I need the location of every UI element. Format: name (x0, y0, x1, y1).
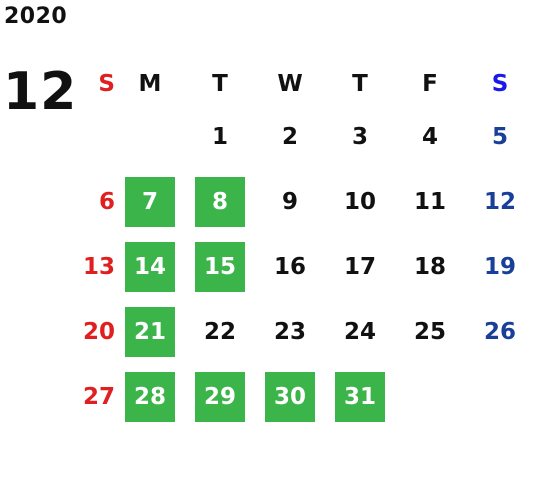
weekday-wednesday: W (277, 71, 303, 97)
day-cell[interactable]: 25 (413, 318, 446, 345)
day-cell[interactable]: 19 (483, 253, 516, 280)
day-cell[interactable]: 26 (483, 318, 516, 345)
day-cell[interactable]: 30 (265, 371, 315, 422)
day-cell[interactable]: 16 (273, 253, 306, 280)
day-cell[interactable]: 13 (82, 253, 115, 280)
day-cell[interactable]: 9 (281, 188, 298, 215)
day-cell[interactable]: 2 (281, 123, 298, 150)
day-cell[interactable]: 10 (343, 188, 376, 215)
empty-day-cell (115, 112, 185, 162)
day-cell[interactable]: 5 (491, 123, 508, 150)
day-cell[interactable]: 29 (195, 371, 245, 422)
day-cell[interactable]: 17 (343, 253, 376, 280)
weekday-header-row: S M T W T F S (70, 59, 548, 104)
day-cell[interactable]: 28 (125, 371, 175, 422)
day-cell[interactable]: 8 (195, 176, 245, 227)
day-cell[interactable]: 31 (335, 371, 385, 422)
weekday-tuesday: T (212, 71, 228, 97)
day-cell[interactable]: 12 (483, 188, 516, 215)
month-number: 12 (3, 62, 78, 122)
empty-day-cell (70, 112, 115, 162)
day-cell[interactable]: 7 (125, 176, 175, 227)
weekday-saturday: S (491, 71, 509, 97)
year-label: 2020 (4, 4, 68, 29)
day-cell[interactable]: 24 (343, 318, 376, 345)
weekday-friday: F (422, 71, 438, 97)
day-cell[interactable]: 20 (82, 318, 115, 345)
week-row: 13 14 15 16 17 18 19 (70, 234, 548, 299)
day-cell[interactable]: 18 (413, 253, 446, 280)
day-cell[interactable]: 1 (211, 123, 228, 150)
empty-day-cell (465, 372, 535, 422)
week-row: 27 28 29 30 31 (70, 364, 548, 429)
day-cell[interactable]: 27 (82, 383, 115, 410)
day-cell[interactable]: 3 (351, 123, 368, 150)
week-row: 20 21 22 23 24 25 26 (70, 299, 548, 364)
day-cell[interactable]: 11 (413, 188, 446, 215)
day-cell[interactable]: 21 (125, 306, 175, 357)
weekday-thursday: T (352, 71, 368, 97)
weekday-sunday: S (98, 71, 115, 97)
day-cell[interactable]: 4 (421, 123, 438, 150)
empty-day-cell (395, 372, 465, 422)
day-cell[interactable]: 14 (125, 241, 175, 292)
day-cell[interactable]: 15 (195, 241, 245, 292)
day-cell[interactable]: 23 (273, 318, 306, 345)
weekday-monday: M (138, 71, 162, 97)
day-cell[interactable]: 6 (98, 188, 115, 215)
day-cell[interactable]: 22 (203, 318, 236, 345)
week-row: 1 2 3 4 5 (70, 104, 548, 169)
